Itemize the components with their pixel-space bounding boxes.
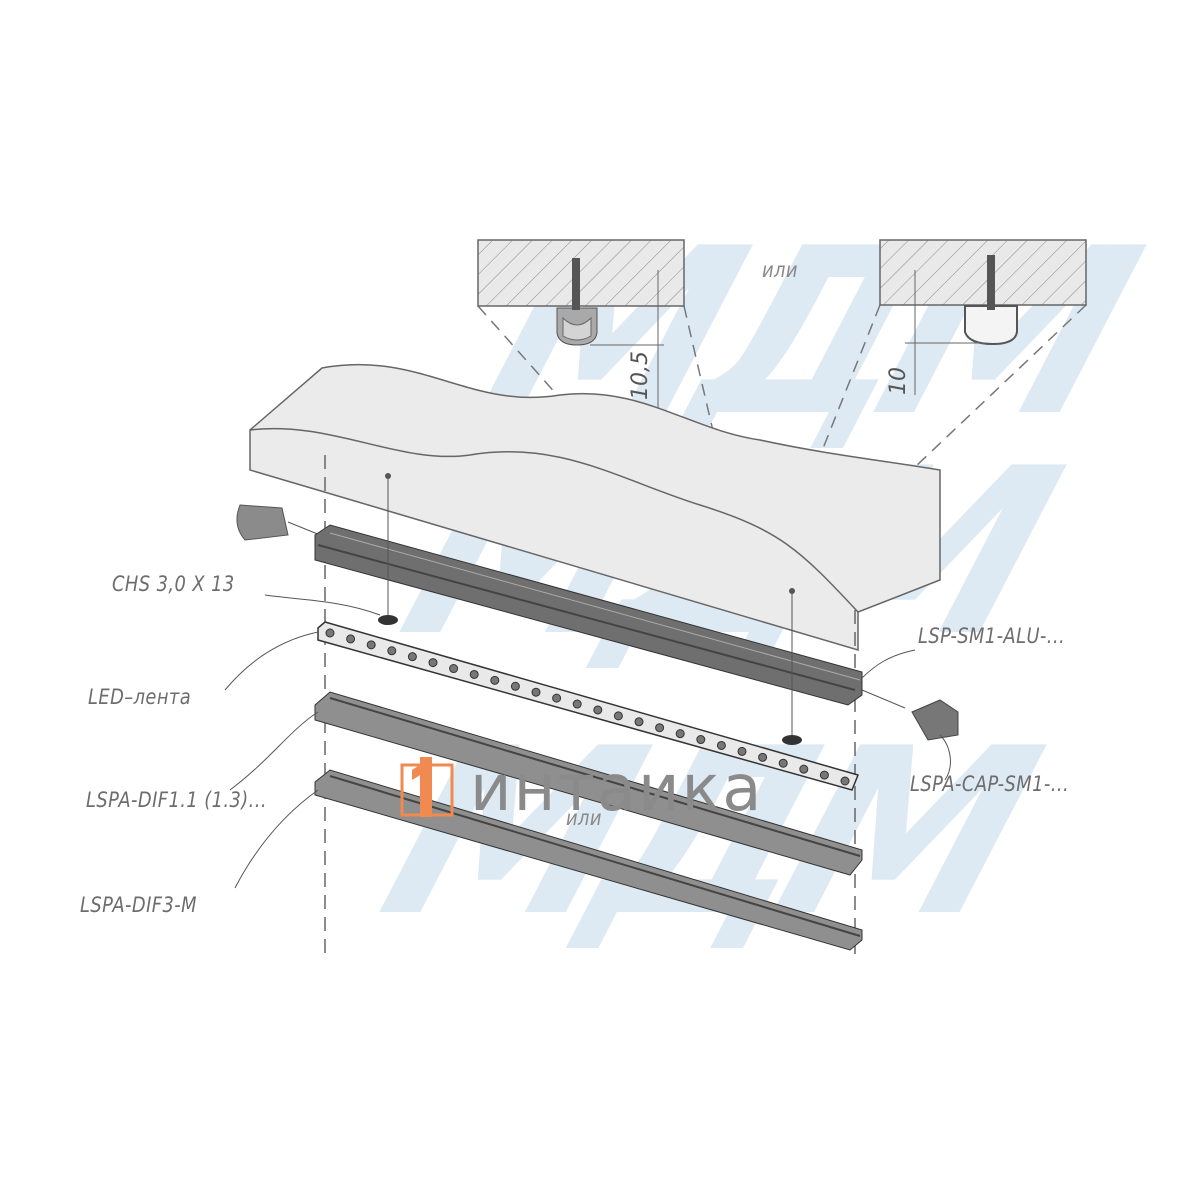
led-chip (387, 646, 397, 656)
screw-icon (378, 615, 398, 625)
cross-section-left (477, 239, 685, 410)
led-chip (552, 693, 562, 703)
screw-icon (987, 255, 995, 310)
led-chip (655, 723, 665, 733)
or-label-bottom: или (566, 806, 602, 830)
dimension-right: 10 (886, 367, 911, 395)
led-chip (428, 658, 438, 668)
led-chip (737, 746, 747, 756)
led-chip (593, 705, 603, 715)
leader-lines (224, 594, 951, 889)
end-cap-right (911, 699, 959, 741)
dimension-left: 10,5 (628, 351, 653, 400)
led-chip (449, 664, 459, 674)
label-screw: CHS 3,0 X 13 (112, 572, 235, 596)
led-chip (490, 675, 500, 685)
led-chip (325, 628, 335, 638)
led-chip (840, 776, 850, 786)
label-led-strip: LED–лента (88, 685, 192, 709)
diffuser-1 (314, 691, 863, 876)
intalika-logo-text: интаика (470, 752, 764, 826)
label-diffuser-1: LSPA-DIF1.1 (1.3)... (86, 788, 267, 812)
led-chip (819, 770, 829, 780)
led-chip (531, 687, 541, 697)
led-chip (572, 699, 582, 709)
led-chip (634, 717, 644, 727)
cabinet-board (249, 363, 941, 652)
led-chip (696, 735, 706, 745)
screws (378, 473, 802, 745)
led-chip (366, 640, 376, 650)
end-cap-left (236, 504, 289, 541)
or-label-top: или (762, 258, 798, 282)
led-chip (778, 758, 788, 768)
led-chip (716, 740, 726, 750)
intalika-logo-icon (400, 757, 454, 817)
led-chip (799, 764, 809, 774)
cross-section-right (879, 239, 1087, 395)
led-chip (346, 634, 356, 644)
led-chip (675, 729, 685, 739)
label-profile: LSP-SM1-ALU-... (918, 624, 1066, 648)
led-chip (613, 711, 623, 721)
led-chip (407, 652, 417, 662)
led-chip (469, 669, 479, 679)
screw-icon (782, 735, 802, 745)
aluminium-profile (314, 524, 863, 706)
screw-icon (572, 258, 580, 310)
label-diffuser-2: LSPA-DIF3-M (80, 893, 197, 917)
led-chip (758, 752, 768, 762)
label-end-cap: LSPA-CAP-SM1-... (910, 772, 1070, 796)
led-chip (510, 681, 520, 691)
